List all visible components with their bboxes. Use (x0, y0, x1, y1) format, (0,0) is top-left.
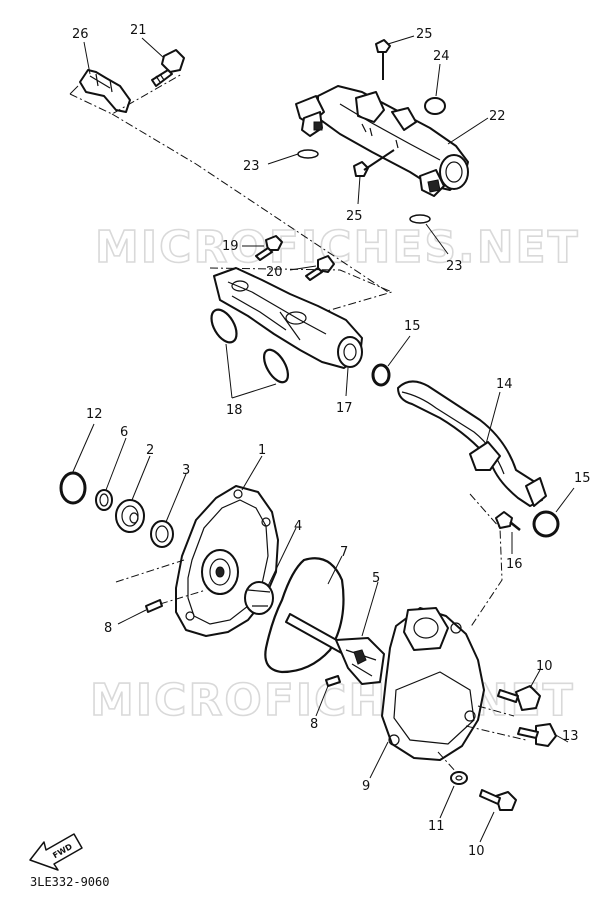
part-25-bolt-top (375, 39, 391, 80)
part-14-hose (397, 380, 547, 507)
part-20-bolt (305, 255, 335, 281)
leader-lines (71, 35, 575, 843)
callout-11: 11 (428, 819, 445, 834)
part-23-o-ring-left (297, 149, 319, 159)
callout-15-upper: 15 (404, 319, 421, 334)
watermark-top: MICROFICHES.NET (95, 222, 580, 273)
callout-15-lower: 15 (574, 471, 591, 486)
callout-10-lower: 10 (468, 844, 485, 859)
callout-6: 6 (120, 425, 128, 440)
callout-numbers: 26 21 25 24 22 23 25 23 19 20 15 18 17 1… (72, 23, 591, 859)
part-15-o-ring-upper (371, 363, 391, 387)
part-2-bearing (115, 499, 145, 533)
callout-23-left: 23 (243, 159, 260, 174)
part-6-oil-seal (95, 489, 113, 511)
part-10-bolt-lower (479, 789, 517, 811)
callout-19: 19 (222, 239, 239, 254)
callout-16: 16 (506, 557, 523, 572)
callout-24: 24 (433, 49, 450, 64)
callout-18: 18 (226, 403, 243, 418)
fwd-arrow-icon: FWD (29, 833, 83, 871)
part-11-washer (450, 771, 468, 785)
callout-10-upper: 10 (536, 659, 553, 674)
callout-12: 12 (86, 407, 103, 422)
part-21-bolt (151, 49, 185, 87)
part-9-pump-cover (381, 607, 485, 761)
callout-3: 3 (182, 463, 190, 478)
part-26-clamp (69, 69, 131, 113)
callout-4: 4 (294, 519, 302, 534)
callout-25-top: 25 (416, 27, 433, 42)
part-17-water-pipe (213, 267, 363, 369)
part-19-bolt (255, 235, 283, 261)
callout-5: 5 (372, 571, 380, 586)
part-25-bolt-bottom (353, 149, 395, 177)
part-24-o-ring (424, 97, 446, 115)
callout-9: 9 (362, 779, 370, 794)
drawing-code: 3LE332-9060 (30, 875, 109, 889)
callout-17: 17 (336, 401, 353, 416)
callout-22: 22 (489, 109, 506, 124)
callout-1: 1 (258, 443, 266, 458)
callout-2: 2 (146, 443, 154, 458)
callout-8-right: 8 (310, 717, 318, 732)
callout-26: 26 (72, 27, 89, 42)
callout-7: 7 (340, 545, 348, 560)
part-8-dowel-pin-left (145, 599, 163, 613)
part-16-bolt (495, 511, 521, 531)
part-18-gasket-left (210, 308, 238, 344)
callout-25-bottom: 25 (346, 209, 363, 224)
part-12-o-ring (59, 471, 87, 505)
part-4-impeller (244, 581, 274, 615)
part-18-gasket-right (262, 348, 290, 384)
callout-21: 21 (130, 23, 147, 38)
part-5-shaft (285, 613, 385, 685)
callout-14: 14 (496, 377, 513, 392)
callout-8-left: 8 (104, 621, 112, 636)
part-22-water-pipe (295, 85, 469, 197)
part-7-gasket (264, 557, 345, 674)
part-8-dowel-pin-right (325, 675, 341, 687)
part-10-bolt-upper (497, 685, 541, 711)
part-15-o-ring-lower (532, 510, 560, 538)
part-13-bolt (517, 723, 557, 747)
callout-23-right: 23 (446, 259, 463, 274)
callout-20: 20 (266, 265, 283, 280)
callout-13: 13 (562, 729, 579, 744)
part-23-o-ring-right (409, 214, 431, 224)
part-3-seal (150, 520, 174, 548)
